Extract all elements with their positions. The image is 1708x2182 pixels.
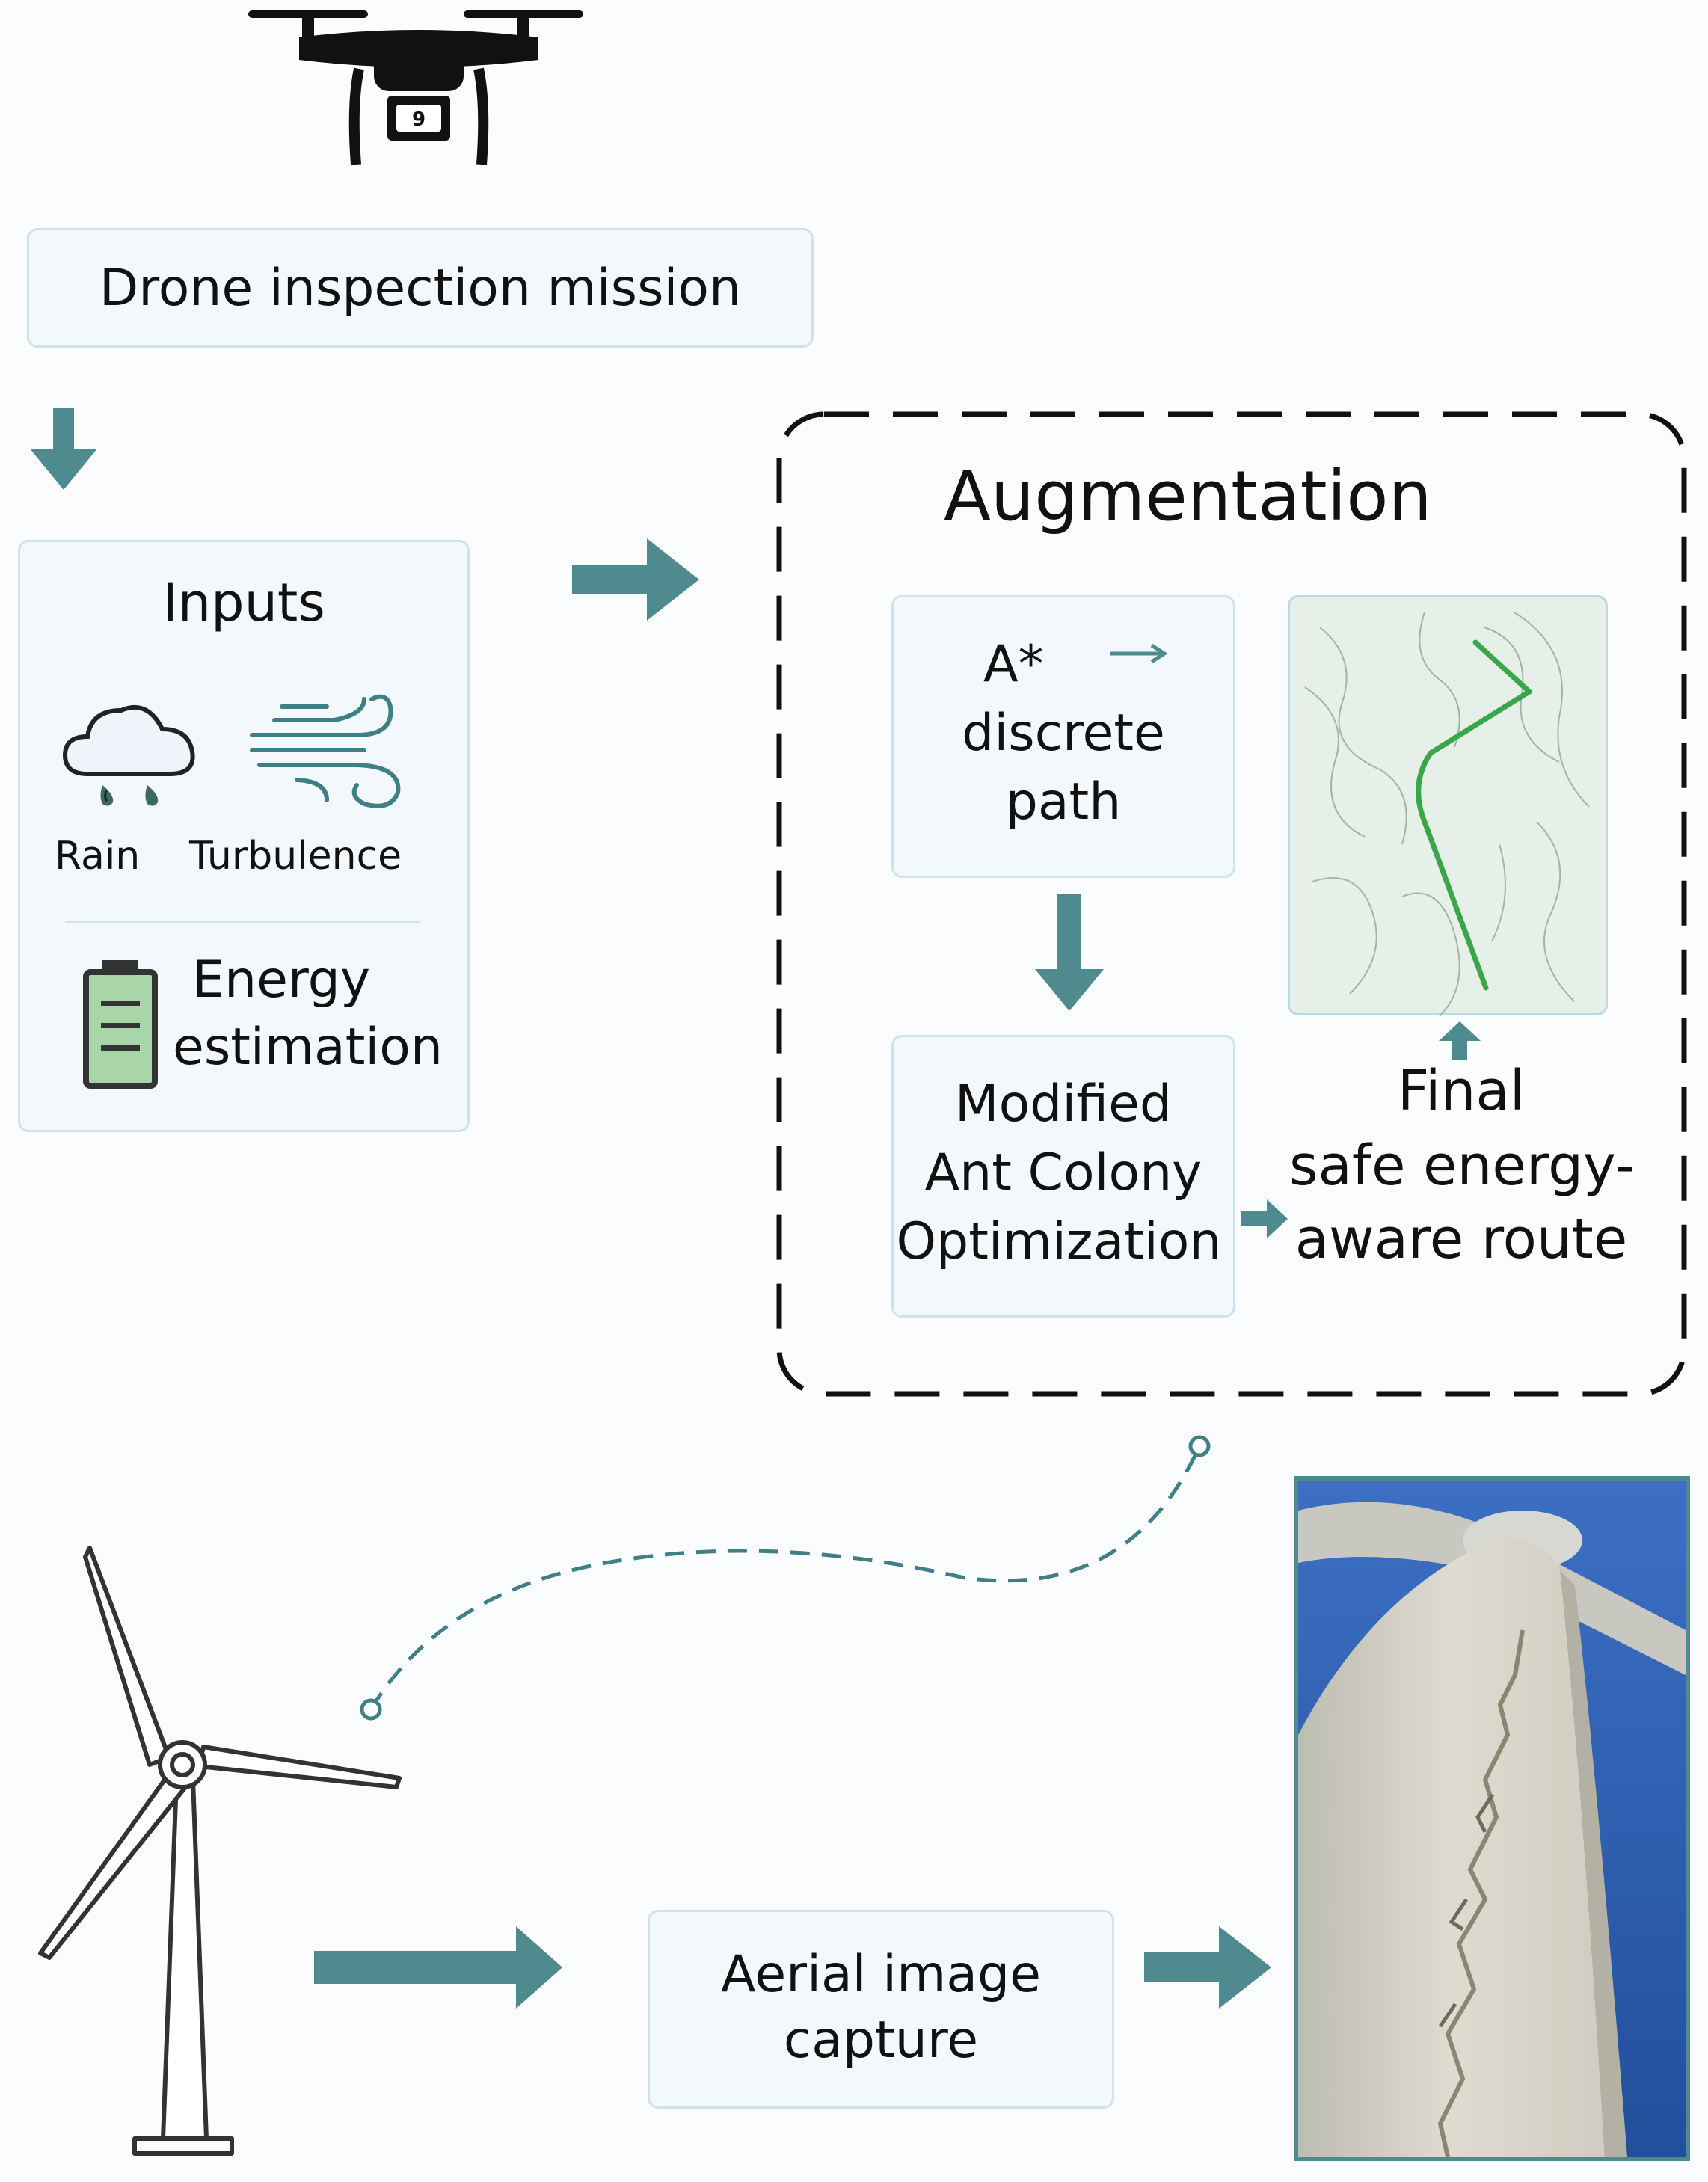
right-arrow-icon	[1144, 1926, 1271, 2009]
final-line2: safe energy-	[1289, 1134, 1635, 1198]
augmentation-frame	[776, 411, 1687, 1397]
small-right-arrow-icon	[1241, 1199, 1288, 1238]
energy-label-line2: estimation	[173, 1018, 443, 1077]
small-right-arrow-icon	[1110, 643, 1168, 664]
capture-line1: Aerial image	[721, 1945, 1041, 2004]
turbulence-icon	[250, 694, 401, 808]
battery-icon	[83, 960, 158, 1089]
flight-path-line	[360, 1435, 1211, 1721]
capture-line2: capture	[783, 2011, 979, 2070]
up-arrow-icon	[1439, 1021, 1481, 1060]
right-arrow-icon	[572, 538, 699, 621]
rain-cloud-icon	[62, 705, 195, 806]
right-arrow-icon	[314, 1926, 562, 2009]
aco-box: Modified Ant Colony Optimization	[891, 1035, 1235, 1318]
drone-camera-label: 9	[412, 108, 426, 131]
mission-box: Drone inspection mission	[27, 228, 814, 348]
aco-line1: Modified	[954, 1075, 1173, 1134]
inputs-panel: Inputs Rain Turbulence Energy estimation	[18, 540, 470, 1132]
turbulence-label: Turbulence	[189, 834, 402, 879]
final-line1: Final	[1397, 1059, 1526, 1123]
astar-line3: path	[1005, 772, 1122, 832]
final-line3: aware route	[1294, 1207, 1628, 1271]
astar-box: A* discrete path	[891, 595, 1235, 878]
rain-label: Rain	[55, 834, 141, 879]
energy-label-line1: Energy	[192, 950, 371, 1009]
topographic-map	[1304, 612, 1590, 1017]
inputs-divider	[65, 921, 420, 923]
down-arrow-icon	[1035, 894, 1104, 1011]
down-arrow-icon	[30, 408, 97, 490]
aco-line2: Ant Colony	[924, 1143, 1202, 1202]
blade-damage-photo	[1294, 1476, 1690, 2161]
route-map	[1288, 595, 1608, 1017]
astar-line1: A*	[983, 635, 1044, 694]
drone-icon: 9	[248, 10, 583, 165]
astar-line2: discrete	[962, 704, 1165, 763]
mission-label: Drone inspection mission	[99, 258, 742, 318]
aco-line3: Optimization	[896, 1212, 1222, 1271]
inputs-title: Inputs	[162, 572, 325, 633]
capture-box: Aerial image capture	[648, 1910, 1114, 2109]
augmentation-title: Augmentation	[944, 456, 1432, 536]
wind-turbine-icon	[38, 1546, 402, 2156]
